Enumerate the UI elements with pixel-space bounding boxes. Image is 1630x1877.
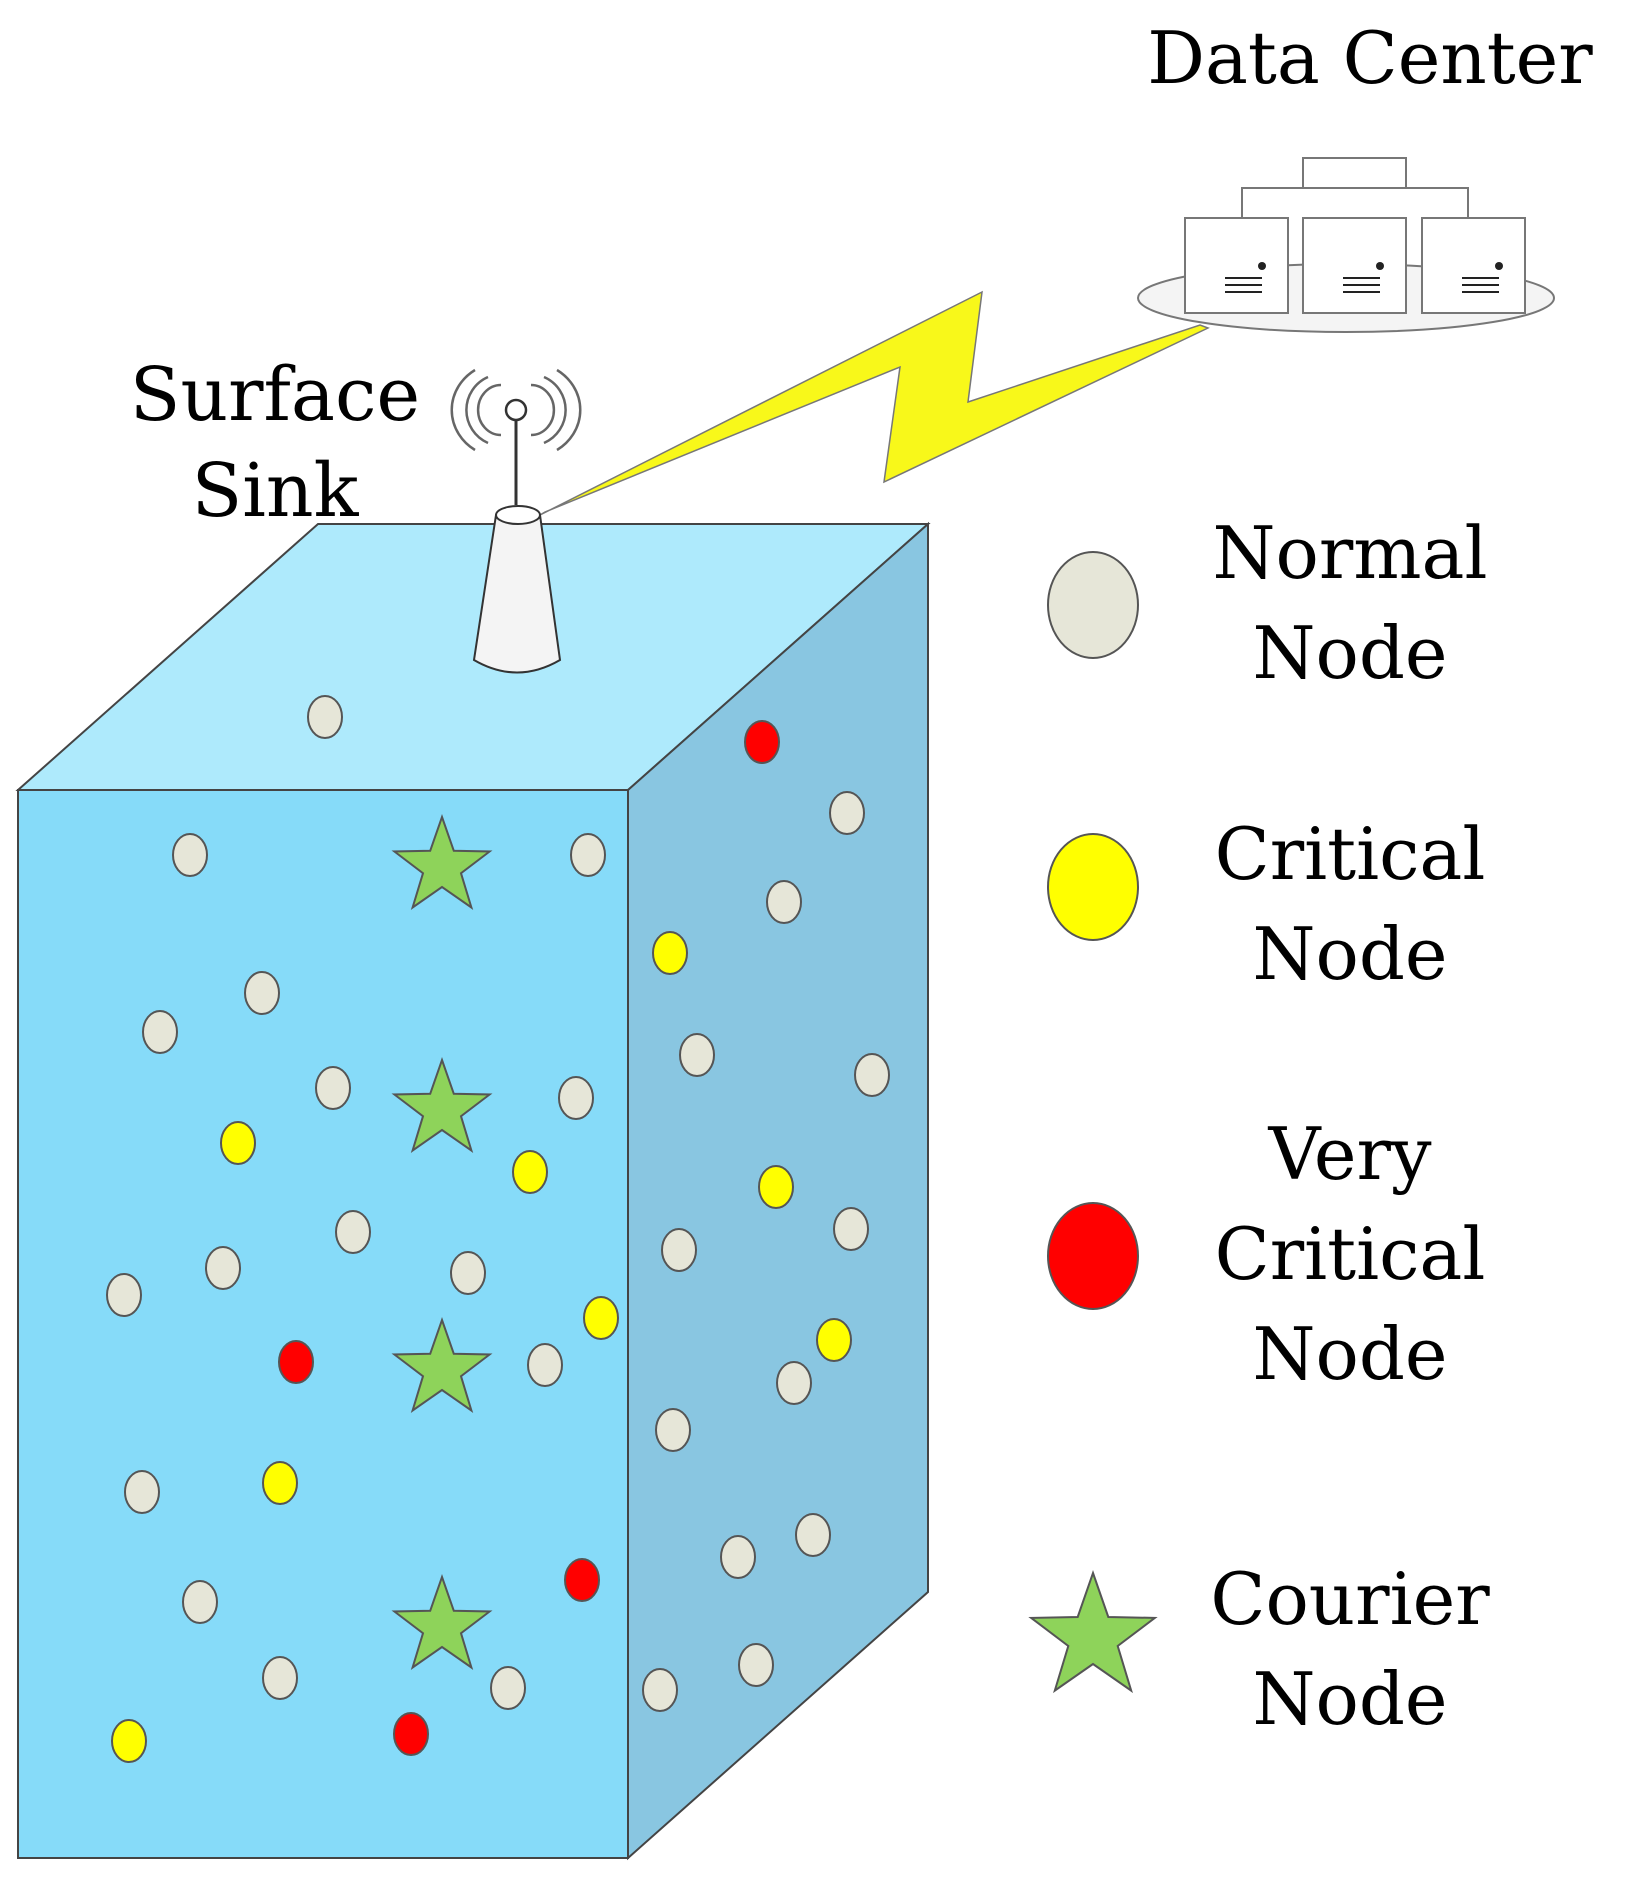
- radio-wave-icon: [450, 368, 582, 452]
- normal-node: [642, 1668, 678, 1712]
- very-critical-node: [393, 1712, 429, 1756]
- normal-node: [738, 1643, 774, 1687]
- normal-node: [450, 1251, 486, 1295]
- legend-label-line: Node: [1252, 1312, 1448, 1396]
- normal-node: [558, 1076, 594, 1120]
- normal-node: [262, 1656, 298, 1700]
- data-center: [1137, 157, 1555, 333]
- normal-node: [679, 1033, 715, 1077]
- normal-node: [854, 1053, 890, 1097]
- server-connector: [1241, 157, 1469, 218]
- antenna-icon: [504, 398, 528, 505]
- normal-node: [829, 791, 865, 835]
- critical-node: [512, 1150, 548, 1194]
- critical-node: [220, 1121, 256, 1165]
- normal-node: [106, 1273, 142, 1317]
- surface-sink-buoy: [472, 505, 562, 674]
- normal-node: [720, 1535, 756, 1579]
- normal-node: [833, 1207, 869, 1251]
- legend-label-normal-node: Normal Node: [1150, 517, 1550, 689]
- buoy-top: [495, 505, 541, 525]
- legend-icons: [1028, 551, 1158, 1694]
- normal-node: [307, 695, 343, 739]
- legend-label-line: Very: [1268, 1112, 1432, 1196]
- sensor-nodes: [106, 695, 890, 1763]
- legend-label-line: Critical: [1214, 812, 1486, 896]
- legend-icon-critical-node: [1047, 833, 1139, 941]
- normal-node: [766, 880, 802, 924]
- courier-node-star: [391, 1056, 493, 1153]
- normal-node: [776, 1361, 812, 1405]
- server-icon: [1421, 217, 1526, 314]
- lightning-link-icon: [539, 290, 1210, 516]
- critical-node: [583, 1296, 619, 1340]
- courier-node-star: [391, 1573, 493, 1670]
- surface-sink-label-line: Surface: [129, 352, 421, 438]
- legend-icon-normal-node: [1047, 551, 1139, 659]
- normal-node: [205, 1246, 241, 1290]
- legend-label-line: Node: [1252, 912, 1448, 996]
- legend-label-critical-node: Critical Node: [1150, 818, 1550, 990]
- very-critical-node: [744, 720, 780, 764]
- normal-node: [335, 1210, 371, 1254]
- critical-node: [262, 1461, 298, 1505]
- water-front-face: [17, 789, 629, 1859]
- courier-node-star: [391, 813, 493, 910]
- normal-node: [655, 1408, 691, 1452]
- legend-label-very-critical-node: Very Critical Node: [1150, 1118, 1550, 1390]
- data-center-label: Data Center: [1147, 16, 1593, 100]
- legend-icon-very-critical-node: [1047, 1202, 1139, 1310]
- legend-icon-courier-node: [1028, 1569, 1158, 1694]
- normal-node: [570, 833, 606, 877]
- water-volume: [15, 521, 931, 1861]
- very-critical-node: [564, 1558, 600, 1602]
- normal-node: [244, 971, 280, 1015]
- legend-label-line: Courier: [1210, 1557, 1490, 1641]
- legend-label-line: Critical: [1214, 1212, 1486, 1296]
- legend-label-line: Node: [1252, 611, 1448, 695]
- critical-node: [111, 1719, 147, 1763]
- legend-label-line: Node: [1252, 1657, 1448, 1741]
- normal-node: [490, 1666, 526, 1710]
- critical-node: [758, 1165, 794, 1209]
- critical-node: [816, 1318, 852, 1362]
- normal-node: [661, 1228, 697, 1272]
- normal-node: [142, 1010, 178, 1054]
- server-icon: [1184, 217, 1289, 314]
- normal-node: [527, 1343, 563, 1387]
- normal-node: [795, 1513, 831, 1557]
- critical-node: [652, 931, 688, 975]
- normal-node: [172, 833, 208, 877]
- legend-label-courier-node: Courier Node: [1150, 1563, 1550, 1735]
- legend-label-line: Normal: [1212, 511, 1488, 595]
- normal-node: [124, 1470, 160, 1514]
- normal-node: [315, 1066, 351, 1110]
- courier-node-star: [391, 1316, 493, 1413]
- surface-sink-label-line: Sink: [191, 448, 359, 534]
- server-icon: [1302, 217, 1407, 314]
- normal-node: [182, 1580, 218, 1624]
- buoy-body: [472, 514, 562, 674]
- very-critical-node: [278, 1340, 314, 1384]
- surface-sink-label: Surface Sink: [100, 358, 450, 528]
